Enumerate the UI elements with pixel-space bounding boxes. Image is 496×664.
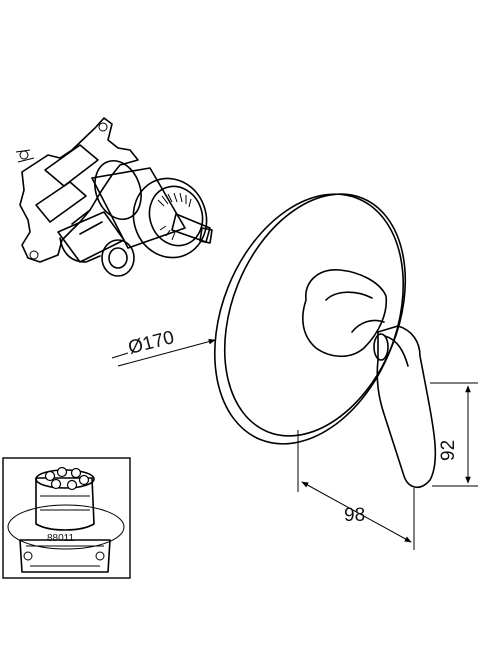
depth-dimension-label: 98	[344, 505, 365, 526]
diameter-dimension-label: Ø170	[126, 327, 176, 359]
diameter-dimension: Ø170	[111, 327, 216, 367]
inset-product-code: 88011	[47, 533, 75, 544]
cover-plate-illustration	[213, 193, 437, 488]
depth-dimension: 98	[297, 430, 415, 550]
height-dimension-label: 92	[438, 440, 459, 461]
height-dimension: 92	[430, 382, 478, 487]
inset-panel: 88011	[2, 457, 131, 579]
concealed-valve-body-illustration	[15, 117, 213, 277]
